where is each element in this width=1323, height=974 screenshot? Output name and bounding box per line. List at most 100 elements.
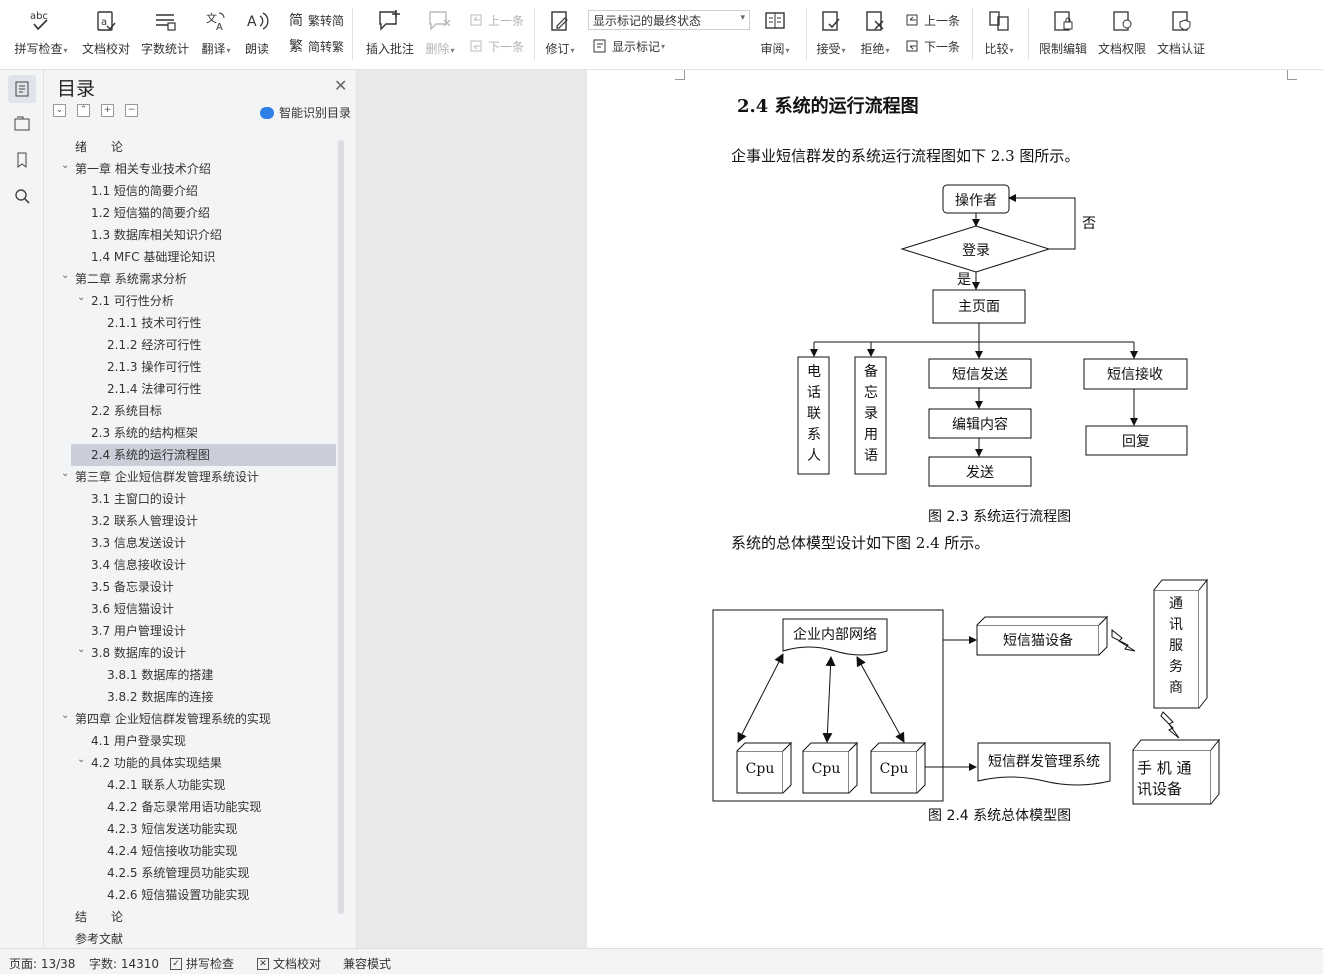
word-count-indicator[interactable]: 字数: 14310	[89, 957, 160, 971]
cpu-label: Cpu	[812, 761, 841, 777]
restrict-edit-button[interactable]: 限制编辑	[1036, 6, 1090, 62]
doc-auth-button[interactable]: 文档认证	[1154, 6, 1208, 62]
chapter-nav-icon[interactable]	[8, 110, 36, 138]
lightning-icon	[1111, 628, 1136, 652]
insert-comment-button[interactable]: 插入批注	[362, 6, 418, 62]
add-heading-icon[interactable]: +	[101, 104, 114, 117]
spell-check-button[interactable]: abc 拼写检查▾	[10, 6, 72, 62]
send-label: 发送	[966, 465, 994, 481]
chevron-down-icon[interactable]: ⌄	[61, 710, 70, 721]
review-button[interactable]: 审阅▾	[756, 6, 794, 62]
toc-item[interactable]: 3.6 短信猫设计	[91, 598, 174, 620]
read-aloud-button[interactable]: A 朗读	[240, 6, 274, 62]
toc-item[interactable]: 第一章 相关专业技术介绍	[75, 158, 211, 180]
toc-item[interactable]: 3.5 备忘录设计	[91, 576, 174, 598]
toc-item[interactable]: 2.2 系统目标	[91, 400, 162, 422]
chevron-down-icon[interactable]: ⌄	[61, 160, 70, 171]
toc-item[interactable]: 4.2.3 短信发送功能实现	[107, 818, 237, 840]
prev-comment-button[interactable]: 上一条	[468, 10, 524, 30]
toc-panel-icon[interactable]	[8, 75, 36, 103]
toc-item[interactable]: 4.2.1 联系人功能实现	[107, 774, 225, 796]
reject-button[interactable]: 拒绝▾	[856, 6, 894, 62]
chevron-down-icon[interactable]: ⌄	[77, 754, 86, 765]
collapse-all-icon[interactable]: ⌄	[53, 104, 66, 117]
toc-item[interactable]: 3.8 数据库的设计	[91, 642, 186, 664]
search-icon[interactable]	[8, 182, 36, 210]
chevron-down-icon[interactable]: ⌄	[77, 292, 86, 303]
toc-item[interactable]: 4.2.6 短信猫设置功能实现	[107, 884, 249, 906]
lightning-icon	[1160, 711, 1180, 739]
toc-item[interactable]: 4.2 功能的具体实现结果	[91, 752, 222, 774]
prev-change-button[interactable]: 上一条	[904, 10, 960, 30]
comment-add-icon	[377, 8, 403, 34]
markup-state-select[interactable]: 显示标记的最终状态▾	[588, 10, 750, 30]
toc-item[interactable]: 2.1.2 经济可行性	[107, 334, 201, 356]
simp-to-trad-button[interactable]: 繁简转繁	[289, 39, 345, 55]
memo-phrases-label: 备忘录用语	[864, 363, 878, 464]
next-icon	[468, 38, 484, 54]
toc-item[interactable]: 3.7 用户管理设计	[91, 620, 186, 642]
toc-item[interactable]: 1.3 数据库相关知识介绍	[91, 224, 222, 246]
smart-toc-button[interactable]: 智能识别目录	[260, 104, 351, 121]
next-change-button[interactable]: 下一条	[904, 36, 960, 56]
toc-item[interactable]: 4.2.4 短信接收功能实现	[107, 840, 237, 862]
toc-item[interactable]: 4.2.5 系统管理员功能实现	[107, 862, 249, 884]
toc-item[interactable]: 2.1.1 技术可行性	[107, 312, 201, 334]
toc-item-label: 第一章 相关专业技术介绍	[75, 162, 211, 176]
chevron-down-icon[interactable]: ⌄	[77, 644, 86, 655]
doc-proof-button[interactable]: a 文档校对	[80, 6, 132, 62]
toc-item[interactable]: 3.8.2 数据库的连接	[107, 686, 213, 708]
toc-item[interactable]: 1.2 短信猫的简要介绍	[91, 202, 210, 224]
toc-item-label: 3.7 用户管理设计	[91, 624, 186, 638]
toc-item-label: 2.4 系统的运行流程图	[91, 448, 210, 462]
chevron-down-icon[interactable]: ⌄	[61, 270, 70, 281]
revise-button[interactable]: 修订▾	[541, 6, 579, 62]
toc-item[interactable]: 第二章 系统需求分析	[75, 268, 187, 290]
delete-comment-button[interactable]: 删除▾	[422, 6, 458, 62]
home-node	[932, 289, 1026, 324]
read-aloud-icon: A	[244, 8, 270, 34]
document-page[interactable]: 2.4 系统的运行流程图 企事业短信群发的系统运行流程图如下 2.3 图所示。	[587, 70, 1323, 948]
toc-item[interactable]: 1.4 MFC 基础理论知识	[91, 246, 215, 268]
toc-scrollbar[interactable]	[338, 140, 344, 914]
status-doc-proof[interactable]: ✕文档校对	[257, 955, 321, 972]
prev-change-icon	[904, 12, 920, 28]
toc-item[interactable]: 2.3 系统的结构框架	[91, 422, 198, 444]
toc-item-label: 3.2 联系人管理设计	[91, 514, 198, 528]
toc-item[interactable]: 第三章 企业短信群发管理系统设计	[75, 466, 259, 488]
status-spell-check[interactable]: ✓拼写检查	[170, 955, 234, 972]
toc-item[interactable]: 4.2.2 备忘录常用语功能实现	[107, 796, 261, 818]
toc-item[interactable]: 2.4 系统的运行流程图	[71, 444, 336, 466]
chevron-down-icon[interactable]: ⌄	[61, 468, 70, 479]
close-icon[interactable]: ✕	[334, 76, 348, 95]
toc-item[interactable]: 结 论	[75, 906, 123, 928]
toc-item[interactable]: 3.4 信息接收设计	[91, 554, 186, 576]
page-indicator[interactable]: 页面: 13/38	[9, 957, 76, 971]
compare-button[interactable]: 比较▾	[980, 6, 1018, 62]
toc-item[interactable]: 第四章 企业短信群发管理系统的实现	[75, 708, 271, 730]
show-markup-button[interactable]: 显示标记▾	[592, 36, 665, 56]
word-count-button[interactable]: 字数统计	[139, 6, 191, 62]
toc-item[interactable]: 2.1.3 操作可行性	[107, 356, 201, 378]
expand-up-icon[interactable]: ⌃	[77, 104, 90, 117]
toc-item[interactable]: 3.3 信息发送设计	[91, 532, 186, 554]
next-comment-button[interactable]: 下一条	[468, 36, 524, 56]
accept-button[interactable]: 接受▾	[812, 6, 850, 62]
trad-to-simp-button[interactable]: 简繁转简	[289, 13, 345, 29]
compat-mode-indicator: 兼容模式	[343, 957, 392, 971]
toc-item[interactable]: 2.1 可行性分析	[91, 290, 174, 312]
bookmark-icon[interactable]	[8, 146, 36, 174]
toc-item[interactable]: 3.8.1 数据库的搭建	[107, 664, 213, 686]
toc-item[interactable]: 4.1 用户登录实现	[91, 730, 186, 752]
toc-item-label: 1.3 数据库相关知识介绍	[91, 228, 222, 242]
toc-item[interactable]: 1.1 短信的简要介绍	[91, 180, 198, 202]
toc-item[interactable]: 绪 论	[75, 136, 123, 158]
remove-heading-icon[interactable]: −	[125, 104, 138, 117]
doc-permission-button[interactable]: 文档权限	[1095, 6, 1149, 62]
toc-item[interactable]: 2.1.4 法律可行性	[107, 378, 201, 400]
toc-item[interactable]: 3.1 主窗口的设计	[91, 488, 186, 510]
toc-item[interactable]: 3.2 联系人管理设计	[91, 510, 198, 532]
toc-item[interactable]: 参考文献	[75, 928, 123, 948]
